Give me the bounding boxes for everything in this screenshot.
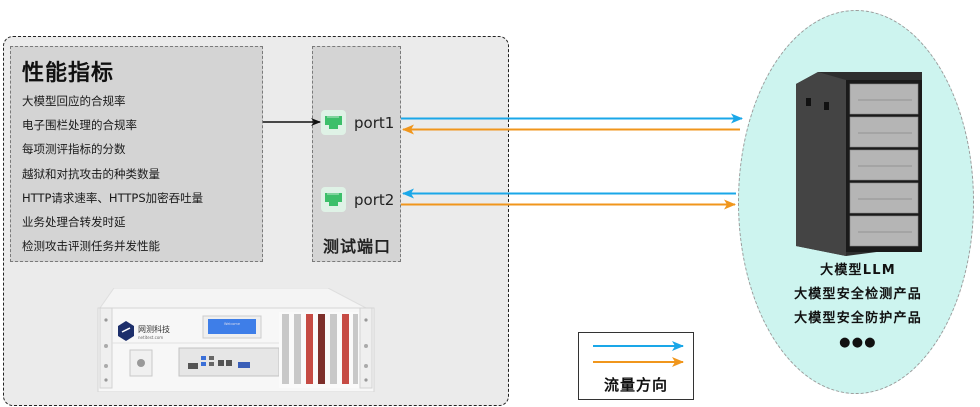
- ports-caption: 测试端口: [323, 237, 392, 256]
- flow-direction-legend: 流量方向: [578, 332, 694, 400]
- performance-metrics-panel: 性能指标 大模型回应的合规率 电子围栏处理的合规率 每项测评指标的分数 越狱和对…: [10, 46, 263, 262]
- metric-item: 电子围栏处理的合规率: [22, 118, 137, 133]
- port2: port2: [321, 187, 394, 212]
- target-label: 大模型安全检测产品: [794, 287, 922, 302]
- brand-name: 网测科技: [138, 324, 170, 334]
- metric-item: 检测攻击评测任务并发性能: [22, 239, 160, 254]
- port1: port1: [321, 110, 394, 135]
- metric-item: 每项测评指标的分数: [22, 142, 126, 157]
- target-labels: 大模型LLM 大模型安全检测产品 大模型安全防护产品 ●●●: [760, 261, 956, 357]
- metrics-title: 性能指标: [22, 61, 115, 86]
- port1-label: port1: [354, 113, 395, 132]
- legend-arrows: [593, 341, 684, 367]
- metric-item: 大模型回应的合规率: [22, 94, 126, 108]
- ethernet-port-icon: [321, 110, 346, 135]
- more-dots: ●●●: [839, 335, 877, 350]
- metric-item: 业务处理合转发时延: [22, 214, 126, 229]
- metric-item: 越狱和对抗攻击的种类数量: [22, 166, 160, 181]
- brand-logo-icon: [118, 321, 134, 341]
- port2-label: port2: [354, 190, 395, 209]
- lcd-text: Welcome: [224, 322, 240, 326]
- target-label: 大模型LLM: [820, 263, 896, 278]
- legend-caption: 流量方向: [603, 376, 668, 394]
- metric-item: HTTP请求速率、HTTPS加密吞吐量: [22, 190, 204, 205]
- ethernet-port-icon: [321, 187, 346, 212]
- server-rack-icon: [796, 72, 922, 256]
- test-appliance-image: 网测科技 netitest.com Welcome: [97, 288, 375, 392]
- metrics-list: 大模型回应的合规率 电子围栏处理的合规率 每项测评指标的分数 越狱和对抗攻击的种…: [22, 93, 203, 262]
- test-ports-panel: port1 port2 测试端口: [312, 46, 401, 262]
- brand-domain: netitest.com: [138, 335, 163, 340]
- target-label: 大模型安全防护产品: [794, 311, 922, 326]
